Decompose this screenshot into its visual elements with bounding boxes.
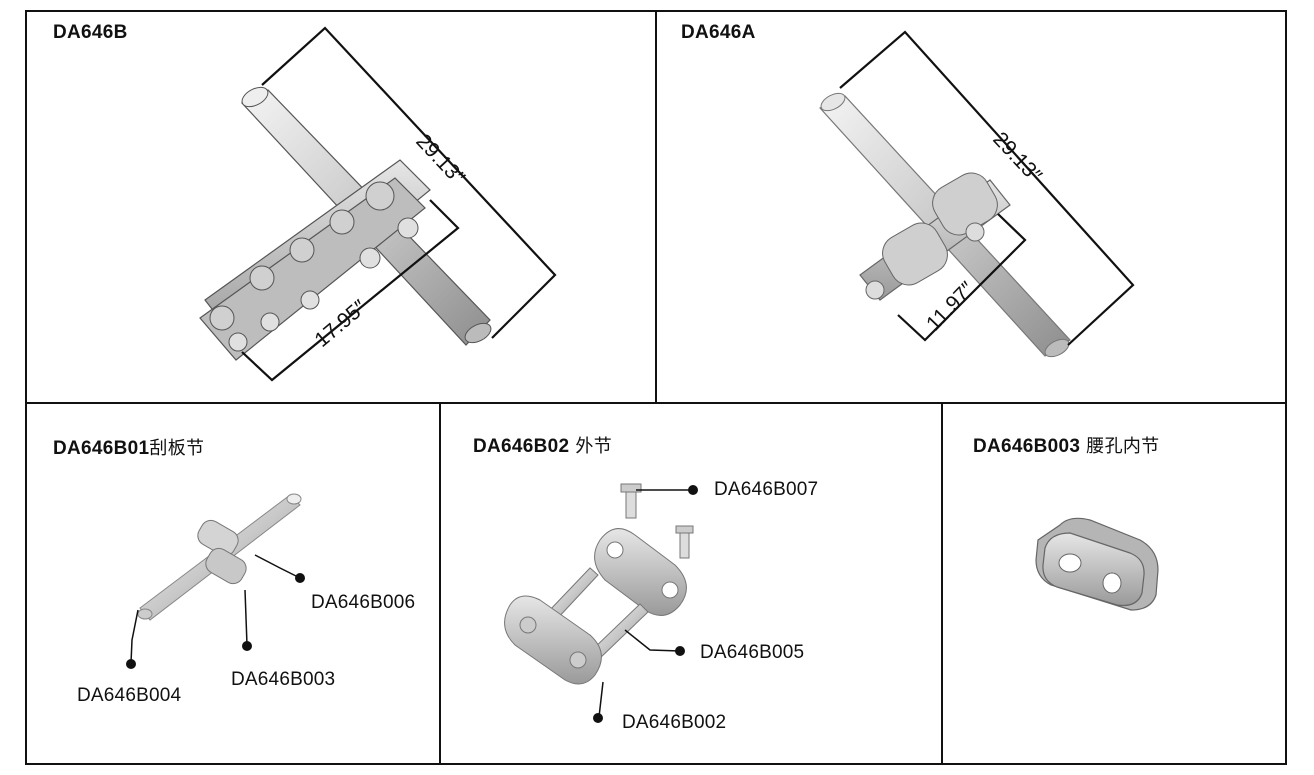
callout-da646b005: DA646B005 [700, 642, 805, 663]
panel-title-subtitle: 腰孔内节 [1080, 436, 1160, 457]
panel-title-subtitle: 刮板节 [149, 438, 205, 459]
outer-link [504, 483, 694, 685]
panel-title-da646b: DA646B [53, 22, 128, 43]
panel-title-code: DA646B02 [473, 436, 570, 457]
callout-dot [295, 573, 305, 583]
callout-dot [242, 641, 252, 651]
callout-da646b003: DA646B003 [231, 669, 336, 690]
callout-da646b006: DA646B006 [311, 592, 416, 613]
chain-links-a [859, 172, 1011, 301]
leader-lines-b02 [598, 489, 693, 718]
panel-title-subtitle: 外节 [569, 436, 613, 457]
panel-title-code: DA646B003 [973, 436, 1081, 457]
panel-title-code: DA646B01 [53, 438, 150, 459]
panel-title-da646b02: DA646B02 外节 [473, 432, 612, 458]
dimension-lines-a [839, 30, 1135, 346]
callout-dot [593, 713, 603, 723]
dimension-lines [241, 26, 557, 382]
callout-da646b007: DA646B007 [714, 479, 819, 500]
chain-links [199, 159, 431, 361]
panel-title-da646b01: DA646B01刮板节 [53, 434, 204, 460]
panel-title-da646b003: DA646B003 腰孔内节 [973, 432, 1160, 458]
callout-dot [675, 646, 685, 656]
panel-title-da646a: DA646A [681, 22, 756, 43]
callout-dot [126, 659, 136, 669]
panel-da646b02 [439, 402, 943, 765]
leader-lines-b01 [130, 554, 301, 664]
callout-dot [688, 485, 698, 495]
slotted-inner-link [1035, 517, 1159, 611]
scraper-link [137, 493, 302, 621]
callout-da646b002: DA646B002 [622, 712, 727, 733]
callout-da646b004: DA646B004 [77, 685, 182, 706]
